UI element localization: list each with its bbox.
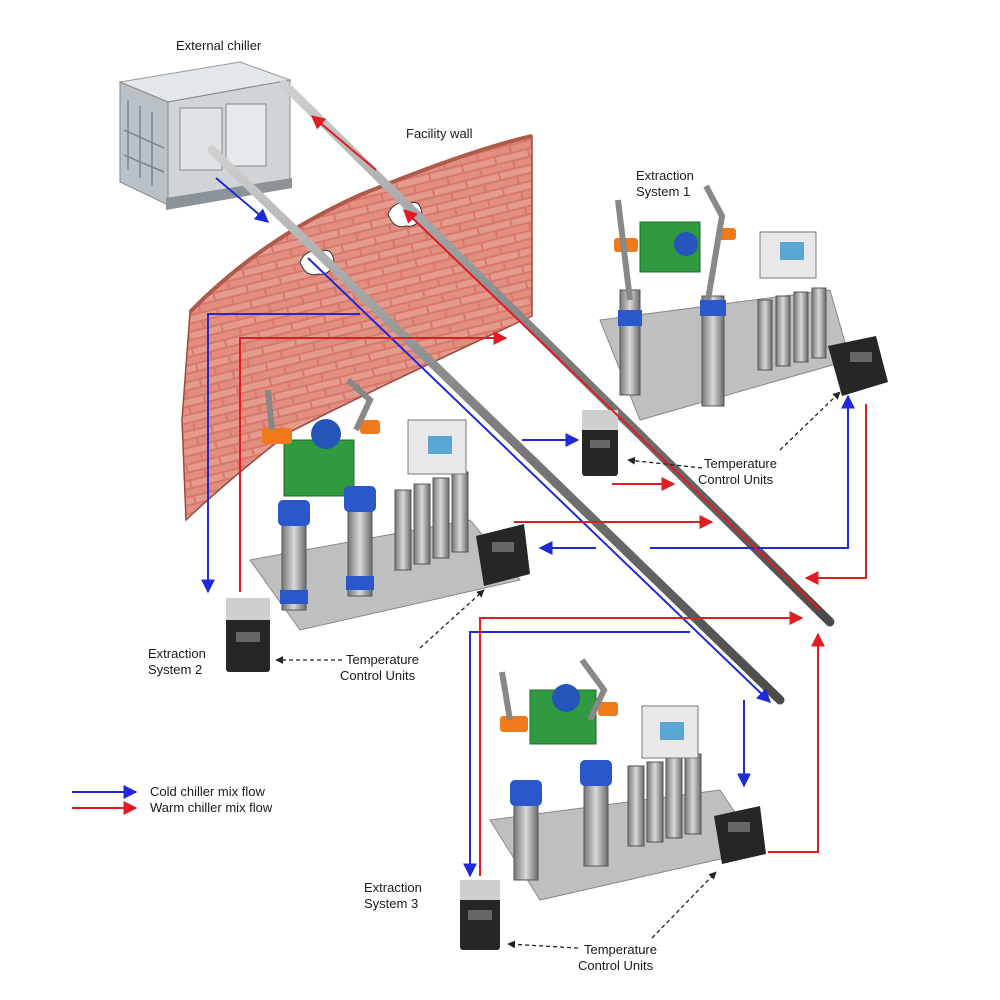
warm-flow-s1-right (804, 404, 867, 585)
extraction-system-1 (599, 184, 851, 421)
warm-flow-s2 (239, 331, 508, 592)
tcu-label-s3-line2: Control Units (578, 958, 654, 973)
tcu-label-s2-line2: Control Units (340, 668, 416, 683)
system1-label-line1: Extraction (636, 168, 694, 183)
warm-flow-lines (239, 115, 867, 876)
main-pipe-lower (207, 145, 785, 705)
cold-flow-main (307, 257, 772, 703)
tcu-label-s2-line1: Temperature (346, 652, 419, 667)
system2-label-line2: System 2 (148, 662, 203, 677)
temperature-control-unit-s2-left (226, 598, 270, 672)
tcu-label-s3-line1: Temperature (584, 942, 657, 957)
warm-flow-s3-left (479, 611, 804, 876)
extraction-system-3 (489, 658, 761, 901)
external-chiller-label: External chiller (176, 38, 262, 53)
facility-wall-top-edge (188, 134, 533, 314)
system1-label-line2: System 1 (636, 184, 691, 199)
temperature-control-unit-s3-left (460, 880, 500, 950)
temperature-control-unit-s1-left (582, 410, 618, 476)
tcu-pointer-arrows (275, 391, 841, 949)
extraction-system-2 (249, 377, 521, 631)
cold-flow-chiller-out (215, 177, 270, 223)
temperature-control-unit-s1-right (828, 336, 888, 396)
system3-label-line2: System 3 (364, 896, 419, 911)
tcu-label-s1-line1: Temperature (704, 456, 777, 471)
system3-label-line1: Extraction (364, 880, 422, 895)
legend-cold-label: Cold chiller mix flow (150, 784, 265, 799)
warm-flow-s3-right (768, 632, 825, 853)
warm-flow-main (402, 209, 821, 611)
cold-flow-s1-tcu2 (650, 394, 855, 549)
external-chiller-unit (118, 61, 292, 210)
warm-flow-return (310, 115, 377, 171)
temperature-control-unit-s2-right (476, 524, 530, 586)
system2-label-line1: Extraction (148, 646, 206, 661)
cold-flow-lines (201, 177, 855, 878)
temperature-control-unit-s3-right (714, 806, 766, 864)
tcu-label-s1-line2: Control Units (698, 472, 774, 487)
legend-warm-label: Warm chiller mix flow (150, 800, 273, 815)
cold-flow-s2 (201, 313, 360, 594)
facility-wall-label: Facility wall (406, 126, 473, 141)
cold-flow-s3 (463, 631, 690, 878)
